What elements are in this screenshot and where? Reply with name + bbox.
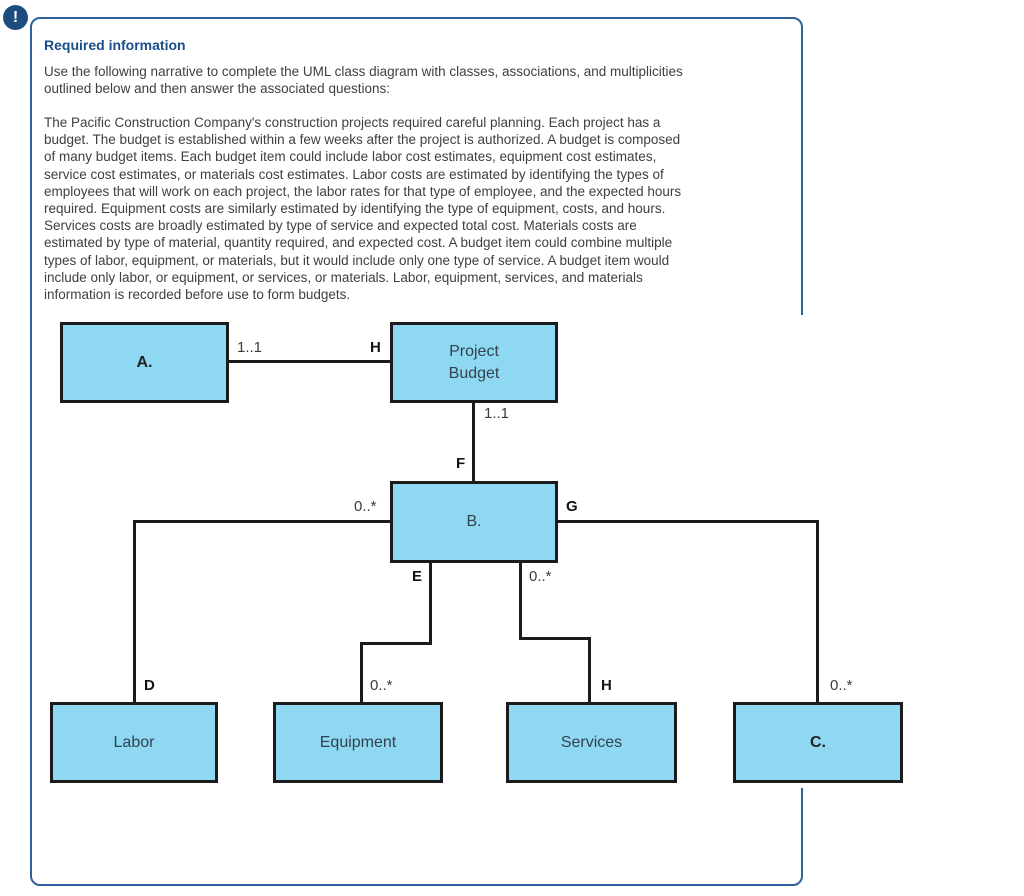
connector-b-c-vertical (816, 520, 819, 702)
class-box-b: B. (390, 481, 558, 563)
connector-b-equipment-vertical-lower (360, 642, 363, 702)
class-box-b-label: B. (466, 513, 482, 530)
connector-b-c-horizontal (558, 520, 819, 523)
connector-b-equipment-horizontal (360, 642, 432, 645)
alert-icon: ! (3, 5, 28, 30)
alert-icon-glyph: ! (12, 8, 19, 26)
panel-title: Required information (44, 37, 186, 53)
class-box-c-label: C. (810, 733, 826, 751)
connector-b-services-vertical-upper (519, 563, 522, 640)
letter-label-e: E (412, 568, 423, 585)
connector-b-labor-vertical (133, 520, 136, 702)
letter-label-g: G (566, 498, 578, 515)
narrative-paragraph: The Pacific Construction Company's const… (44, 115, 682, 303)
connector-b-equipment-vertical-upper (429, 563, 432, 645)
letter-label-h-projectbudget: H (370, 339, 381, 356)
class-box-equipment-label: Equipment (319, 733, 397, 751)
class-box-a: A. (60, 322, 229, 403)
connector-b-services-vertical-lower (588, 637, 591, 702)
multiplicity-b-bottom-right: 0..* (529, 568, 552, 585)
letter-label-f: F (456, 455, 466, 472)
multiplicity-b-left: 0..* (354, 498, 377, 515)
multiplicity-a-end: 1..1 (237, 339, 263, 356)
class-box-services-label: Services (560, 733, 623, 751)
class-box-equipment: Equipment (273, 702, 443, 783)
connector-a-projectbudget (229, 360, 390, 363)
uml-class-diagram: A. Project Budget B. Labor Equipment Ser… (32, 315, 917, 788)
letter-label-h-services: H (601, 677, 612, 694)
multiplicity-projectbudget-end: 1..1 (484, 405, 510, 422)
letter-label-d: D (144, 677, 155, 694)
class-box-labor-label: Labor (113, 733, 155, 751)
class-box-c: C. (733, 702, 903, 783)
class-box-project-budget-label: Project Budget (448, 342, 500, 382)
class-box-labor: Labor (50, 702, 218, 783)
class-box-project-budget: Project Budget (390, 322, 558, 403)
connector-b-labor-horizontal (133, 520, 390, 523)
connector-projectbudget-b (472, 403, 475, 481)
multiplicity-c-end: 0..* (830, 677, 853, 694)
class-box-services: Services (506, 702, 677, 783)
intro-paragraph: Use the following narrative to complete … (44, 64, 683, 97)
multiplicity-equipment-end: 0..* (370, 677, 393, 694)
connector-b-services-horizontal (519, 637, 591, 640)
class-box-a-label: A. (136, 353, 153, 371)
